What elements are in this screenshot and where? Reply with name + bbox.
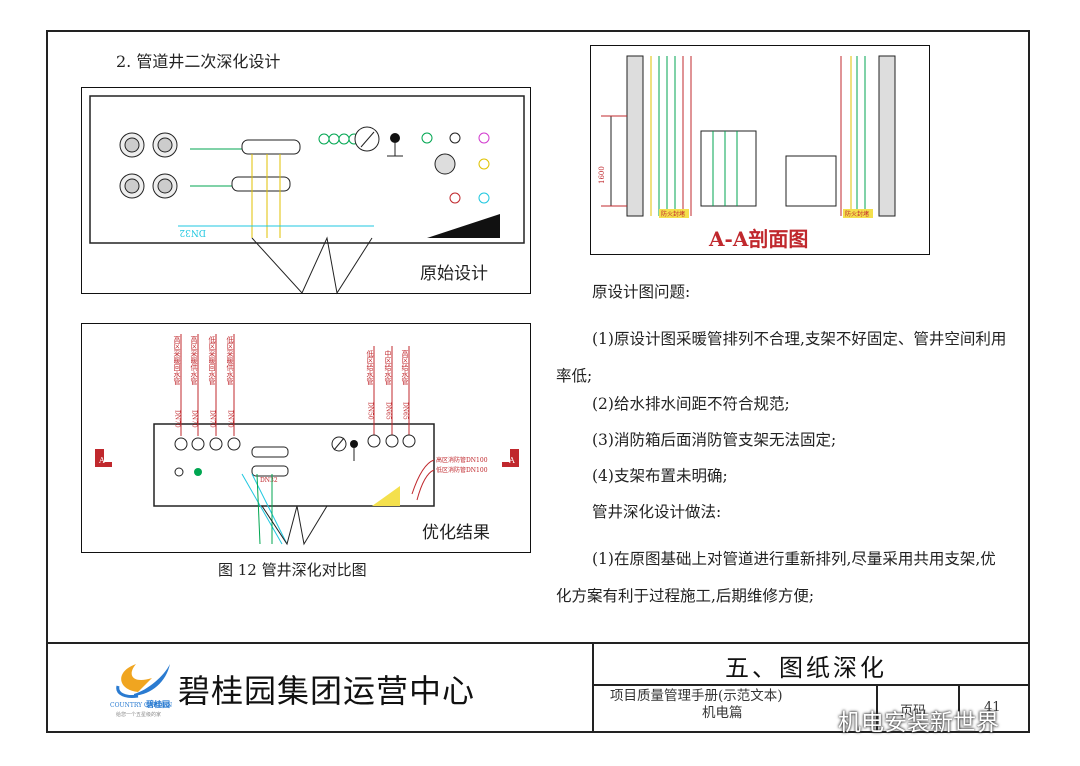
pipe-size: DN65 (385, 402, 392, 420)
pipe-label: 低区给水管 (366, 349, 374, 386)
footer-page-divider-1 (876, 684, 878, 732)
footer-page-divider-2 (958, 684, 960, 732)
optimized-design-label: 优化结果 (422, 523, 490, 543)
problem-item: (2)给水排水间距不符合规范; (592, 395, 790, 413)
manual-line-2: 机电篇 (702, 705, 743, 721)
section-heading: 2. 管道井二次深化设计 (116, 52, 281, 71)
problem-item: (4)支架布置未明确; (592, 467, 728, 485)
pipe-label: 低区采暖回水管 (208, 335, 216, 386)
pipe-size: DN70 (209, 410, 216, 428)
optimized-design-figure: 高区采暖回水管 高区采暖供水管 低区采暖回水管 低区采暖供水管 低区给水管 中区… (81, 323, 531, 553)
footer-subdivider (592, 684, 1030, 686)
small-tag: DN32 (260, 477, 278, 484)
section-title: A-A剖面图 (708, 227, 808, 251)
section-aa-figure: 1600 防火封堵 防火封堵 A-A剖面图 (590, 45, 930, 255)
pipe-size: DN70 (191, 410, 198, 428)
watermark: 机电安装新世界 (838, 710, 999, 736)
marker-a-right: A (508, 456, 515, 465)
footer-vertical-divider (592, 642, 594, 732)
pipe-size: DN70 (174, 410, 181, 428)
page-number: 41 (984, 700, 1001, 715)
dimension: 1600 (598, 166, 606, 184)
fire-label: 高区消防管DN100 (436, 456, 488, 464)
problem-item: (1)原设计图采暖管排列不合理,支架不好固定、管井空间利用率低; (556, 330, 1007, 385)
fire-label: 低区消防管DN100 (436, 466, 488, 474)
page-frame (46, 30, 1030, 733)
logo-slogan: 给您一个五星级的家 (116, 711, 161, 718)
page-label: 页码 (900, 704, 927, 719)
fire-seal-tag-right: 防火封堵 (845, 210, 869, 218)
logo-mark-icon: COUNTRY GARDEN 碧桂园 给您一个五星级的家 (110, 664, 172, 718)
pipe-size: DN50 (367, 402, 374, 420)
optimized-design-drawing: 高区采暖回水管 高区采暖供水管 低区采暖回水管 低区采暖供水管 低区给水管 中区… (95, 334, 519, 546)
figure-caption: 图 12 管井深化对比图 (218, 561, 367, 579)
company-logo: COUNTRY GARDEN 碧桂园 给您一个五星级的家 (108, 656, 174, 718)
pipe-size: DN65 (402, 402, 409, 420)
manual-title: 项目质量管理手册(示范文本) 机电篇 (610, 688, 783, 722)
pipe-size: DN70 (227, 410, 234, 428)
chapter-title: 五、图纸深化 (725, 654, 887, 682)
footer-divider (46, 642, 1030, 644)
method-item: (1)在原图基础上对管道进行重新排列,尽量采用共用支架,优化方案有利于过程施工,… (556, 550, 996, 605)
methods-title: 管井深化设计做法: (592, 503, 722, 521)
dn-tag: DN32 (179, 227, 206, 237)
fire-seal-tag-left: 防火封堵 (661, 210, 685, 218)
section-aa-drawing: 1600 防火封堵 防火封堵 A-A剖面图 (598, 55, 896, 251)
company-name: 碧桂园集团运营中心 (178, 672, 476, 710)
pipe-label: 高区采暖回水管 (173, 335, 181, 386)
original-design-drawing: DN32 (89, 95, 525, 295)
problem-item: (3)消防箱后面消防管支架无法固定; (592, 431, 837, 449)
pipe-label: 低区采暖供水管 (226, 335, 234, 386)
manual-line-1: 项目质量管理手册(示范文本) (610, 688, 783, 704)
problems-title: 原设计图问题: (592, 283, 691, 301)
original-design-figure: DN32 (81, 87, 531, 295)
pipe-label: 中区给水管 (384, 349, 392, 386)
logo-en: COUNTRY GARDEN (110, 702, 172, 709)
pipe-label: 高区采暖供水管 (190, 335, 198, 386)
marker-a-left: A (98, 456, 105, 465)
logo-text: 碧桂园 (145, 699, 170, 709)
original-design-label: 原始设计 (420, 264, 488, 284)
pipe-label: 高区给水管 (401, 349, 409, 386)
